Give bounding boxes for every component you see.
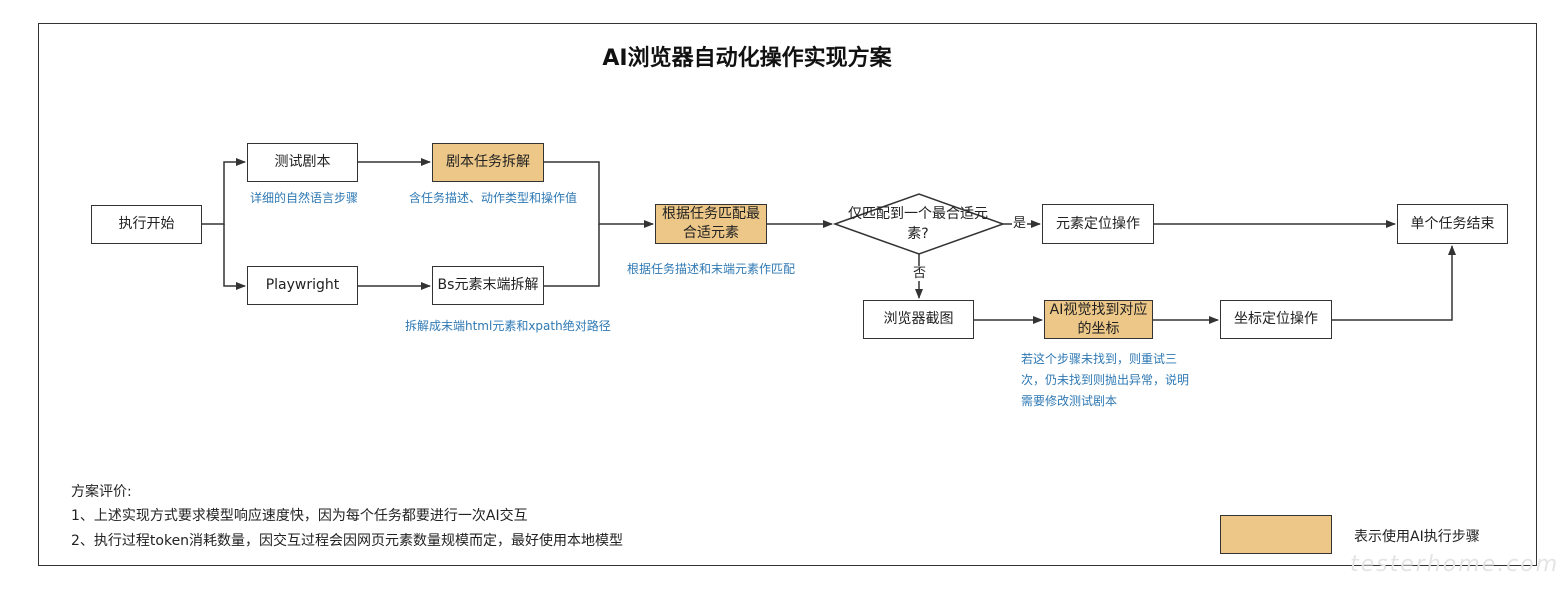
node-script-split: 剧本任务拆解 [432,143,544,182]
evaluation-heading: 方案评价: [71,484,132,500]
note-match: 根据任务描述和末端元素作匹配 [627,262,796,276]
edge-label-no: 否 [912,266,928,281]
diagram-title: AI浏览器自动化操作实现方案 [602,46,892,71]
legend-label: 表示使用AI执行步骤 [1354,529,1480,545]
diagram-frame [38,23,1537,566]
node-locate: 元素定位操作 [1042,204,1154,244]
decision-diamond [832,193,1006,255]
node-screenshot: 浏览器截图 [863,300,974,339]
node-coord-op: 坐标定位操作 [1220,300,1332,339]
legend-swatch [1220,515,1332,554]
node-test-script: 测试剧本 [247,143,358,182]
note-script-split: 含任务描述、动作类型和操作值 [409,191,578,205]
edge-coord-end [1332,245,1456,321]
evaluation-item-2: 2、执行过程token消耗数量，因交互过程会因网页元素数量规模而定，最好使用本地… [71,533,624,549]
node-start: 执行开始 [91,205,202,244]
edge-bs-match [544,224,600,287]
note-test-script: 详细的自然语言步骤 [250,191,359,205]
node-decision-label: 仅匹配到一个最合适元素? [848,206,988,242]
evaluation-item-1: 1、上述实现方式要求模型响应速度快，因为每个任务都要进行一次AI交互 [71,508,528,524]
node-bs-split: Bs元素末端拆解 [432,266,544,305]
node-ai-vision: AI视觉找到对应的坐标 [1044,300,1153,339]
node-match: 根据任务匹配最合适元素 [655,204,767,244]
node-task-end: 单个任务结束 [1397,204,1508,244]
edge-split-match [544,161,654,228]
watermark: testerhome.com [1350,552,1560,577]
edge-start-playwright [223,224,246,290]
edge-label-yes: 是 [1012,216,1028,231]
note-bs-split: 拆解成末端html元素和xpath绝对路径 [405,319,611,333]
note-ai-vision: 若这个步骤未找到，则重试三次，仍未找到则抛出异常，说明需要修改测试剧本 [1021,352,1190,408]
node-playwright: Playwright [247,266,358,305]
edge-start-test-script [202,158,246,225]
